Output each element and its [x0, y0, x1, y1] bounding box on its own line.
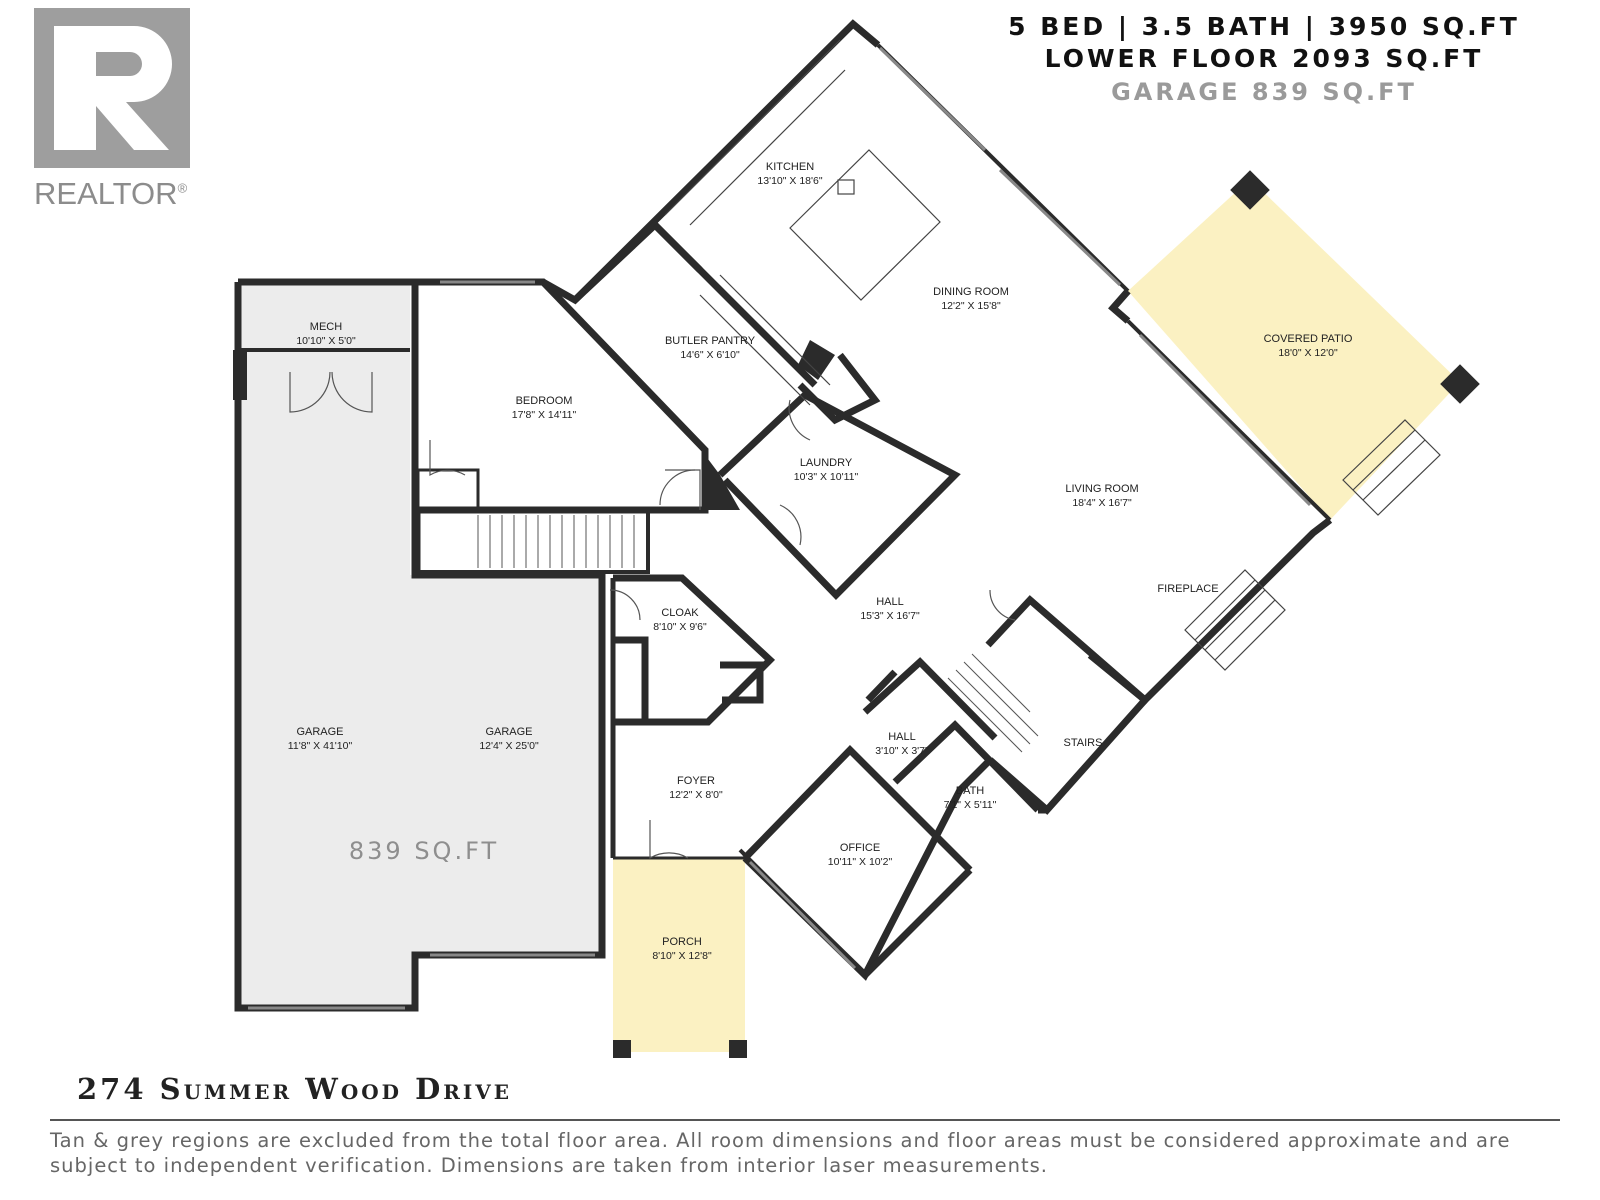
summary-line: 5 BED | 3.5 BATH | 3950 SQ.FT [1008, 12, 1520, 41]
garage-fill [238, 350, 602, 1008]
room-dim-garage-right: 12'4" X 25'0" [479, 740, 539, 752]
room-name-porch: PORCH [662, 936, 702, 948]
realtor-logo: REALTOR® [30, 8, 205, 211]
room-dim-kitchen: 13'10" X 18'6" [757, 175, 822, 187]
room-name-hall-small: HALL [888, 731, 916, 743]
room-dim-bedroom: 17'8" X 14'11" [512, 409, 577, 421]
room-dim-hall-small: 3'10" X 3'7" [875, 745, 929, 757]
room-name-mech: MECH [310, 321, 342, 333]
room-dim-bath: 7'1" X 5'11" [944, 799, 997, 811]
kitchen-island [664, 39, 941, 406]
room-name-cloak: CLOAK [661, 607, 699, 619]
stair-treads [477, 515, 1039, 753]
room-dim-garage-left: 11'8" X 41'10" [288, 740, 353, 752]
room-name-living: LIVING ROOM [1065, 483, 1138, 495]
room-dim-dining: 12'2" X 15'8" [941, 300, 1001, 312]
room-dim-butler-pantry: 14'6" X 6'10" [680, 349, 740, 361]
room-dim-cloak: 8'10" X 9'6" [653, 621, 707, 633]
room-name-laundry: LAUNDRY [800, 457, 853, 469]
room-name-stairs: STAIRS [1064, 737, 1103, 749]
mech-fill [238, 282, 410, 350]
room-name-fireplace: FIREPLACE [1157, 583, 1218, 595]
room-dim-porch: 8'10" X 12'8" [652, 950, 712, 962]
room-name-garage-right: GARAGE [485, 726, 532, 738]
room-dim-office: 10'11" X 10'2" [828, 856, 893, 868]
room-dim-covered-patio: 18'0" X 12'0" [1278, 347, 1338, 359]
room-name-bedroom: BEDROOM [516, 395, 573, 407]
disclaimer-text: Tan & grey regions are excluded from the… [50, 1129, 1511, 1177]
room-dim-living: 18'4" X 16'7" [1072, 497, 1132, 509]
realtor-wordmark: REALTOR® [34, 176, 187, 212]
divider [50, 1119, 1560, 1121]
address-title: 274 Summer Wood Drive [77, 1072, 512, 1106]
room-name-hall-main: HALL [876, 596, 904, 608]
room-name-office: OFFICE [840, 842, 880, 854]
realtor-r-logo-icon [34, 8, 190, 168]
fireplace-icon [1184, 419, 1441, 671]
registered-mark: ® [177, 180, 188, 196]
room-dim-foyer: 12'2" X 8'0" [669, 789, 723, 801]
room-name-covered-patio: COVERED PATIO [1264, 333, 1353, 345]
garage-line: GARAGE 839 SQ.FT [1111, 78, 1417, 106]
room-name-butler-pantry: BUTLER PANTRY [665, 335, 756, 347]
patio-fill [1128, 179, 1460, 520]
garage-area-label: 839 SQ.FT [349, 837, 499, 865]
porch-fill [613, 858, 745, 1052]
lower-floor-line: LOWER FLOOR 2093 SQ.FT [1044, 44, 1484, 73]
room-name-kitchen: KITCHEN [766, 161, 814, 173]
doors [289, 371, 1016, 860]
room-dim-laundry: 10'3" X 10'11" [794, 471, 859, 483]
room-labels: KITCHEN 13'10" X 18'6" DINING ROOM 12'2"… [288, 161, 1353, 962]
room-name-foyer: FOYER [677, 775, 715, 787]
room-name-bath: BATH [956, 785, 985, 797]
room-dim-hall-main: 15'3" X 16'7" [860, 610, 920, 622]
room-dim-mech: 10'10" X 5'0" [296, 335, 356, 347]
room-name-garage-left: GARAGE [296, 726, 343, 738]
realtor-wordmark-text: REALTOR [34, 176, 178, 211]
room-name-dining: DINING ROOM [933, 286, 1009, 298]
windows [248, 46, 1312, 1010]
